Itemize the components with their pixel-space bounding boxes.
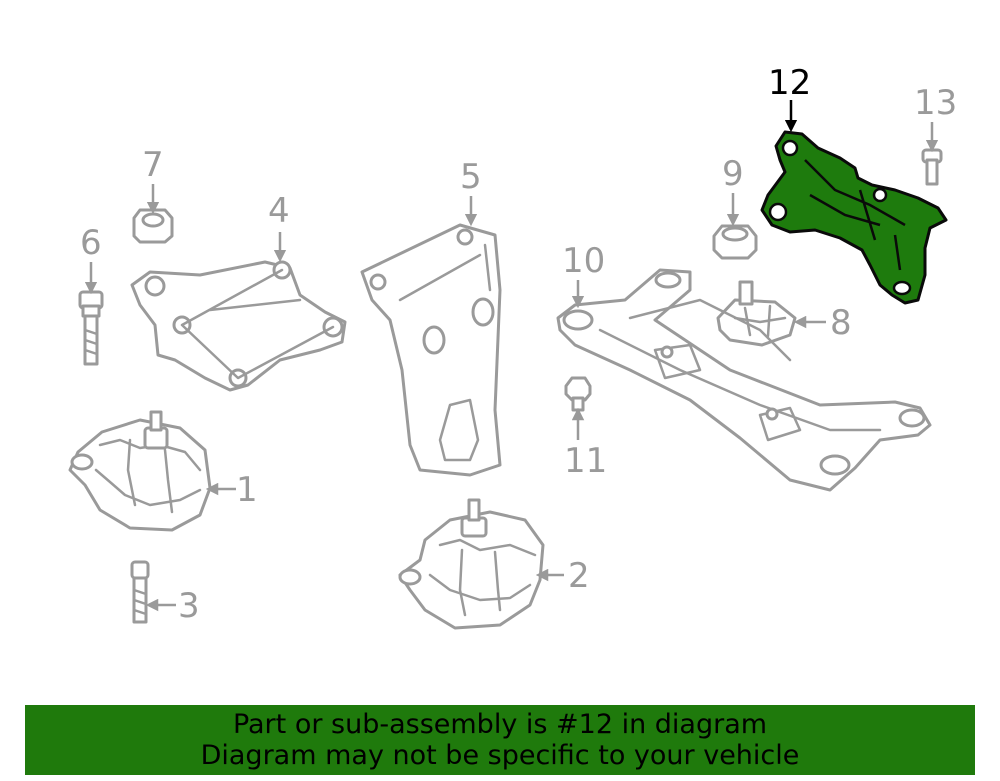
callout-11[interactable]: 11 bbox=[564, 441, 607, 481]
part-11-bolt[interactable] bbox=[564, 376, 592, 412]
banner-line-1: Part or sub-assembly is #12 in diagram bbox=[232, 709, 768, 740]
callout-labels: 1 2 3 4 5 6 7 8 9 10 11 12 13 bbox=[80, 63, 957, 626]
part-7-nut[interactable] bbox=[132, 208, 174, 244]
part-5-bracket[interactable] bbox=[360, 223, 502, 477]
part-4-bracket[interactable] bbox=[130, 260, 347, 392]
part-10-crossmember[interactable] bbox=[556, 268, 932, 492]
callout-5[interactable]: 5 bbox=[460, 157, 482, 197]
callout-12[interactable]: 12 bbox=[768, 63, 811, 103]
callout-2[interactable]: 2 bbox=[568, 556, 590, 596]
callout-6[interactable]: 6 bbox=[80, 223, 102, 263]
part-1-engine-mount[interactable] bbox=[68, 410, 212, 532]
part-2-engine-mount[interactable] bbox=[398, 498, 545, 630]
part-3-bolt[interactable] bbox=[130, 560, 150, 624]
info-banner: Part or sub-assembly is #12 in diagram D… bbox=[25, 705, 975, 775]
part-6-bolt[interactable] bbox=[78, 290, 104, 366]
callout-7[interactable]: 7 bbox=[142, 145, 164, 185]
parts-diagram: 1 2 3 4 5 6 7 8 9 10 11 12 13 bbox=[68, 63, 957, 630]
part-8-mount[interactable] bbox=[716, 280, 797, 347]
callout-13[interactable]: 13 bbox=[914, 83, 957, 123]
callout-3[interactable]: 3 bbox=[178, 586, 200, 626]
callout-8[interactable]: 8 bbox=[830, 303, 852, 343]
banner-line-2: Diagram may not be specific to your vehi… bbox=[200, 740, 800, 771]
callout-1[interactable]: 1 bbox=[236, 470, 258, 510]
part-12-bracket-highlighted[interactable] bbox=[760, 130, 948, 305]
callout-9[interactable]: 9 bbox=[722, 154, 744, 194]
callout-4[interactable]: 4 bbox=[268, 191, 290, 231]
callout-arrows bbox=[84, 100, 939, 612]
callout-10[interactable]: 10 bbox=[562, 241, 605, 281]
part-13-bolt[interactable] bbox=[921, 148, 943, 186]
part-9-nut[interactable] bbox=[712, 224, 758, 260]
